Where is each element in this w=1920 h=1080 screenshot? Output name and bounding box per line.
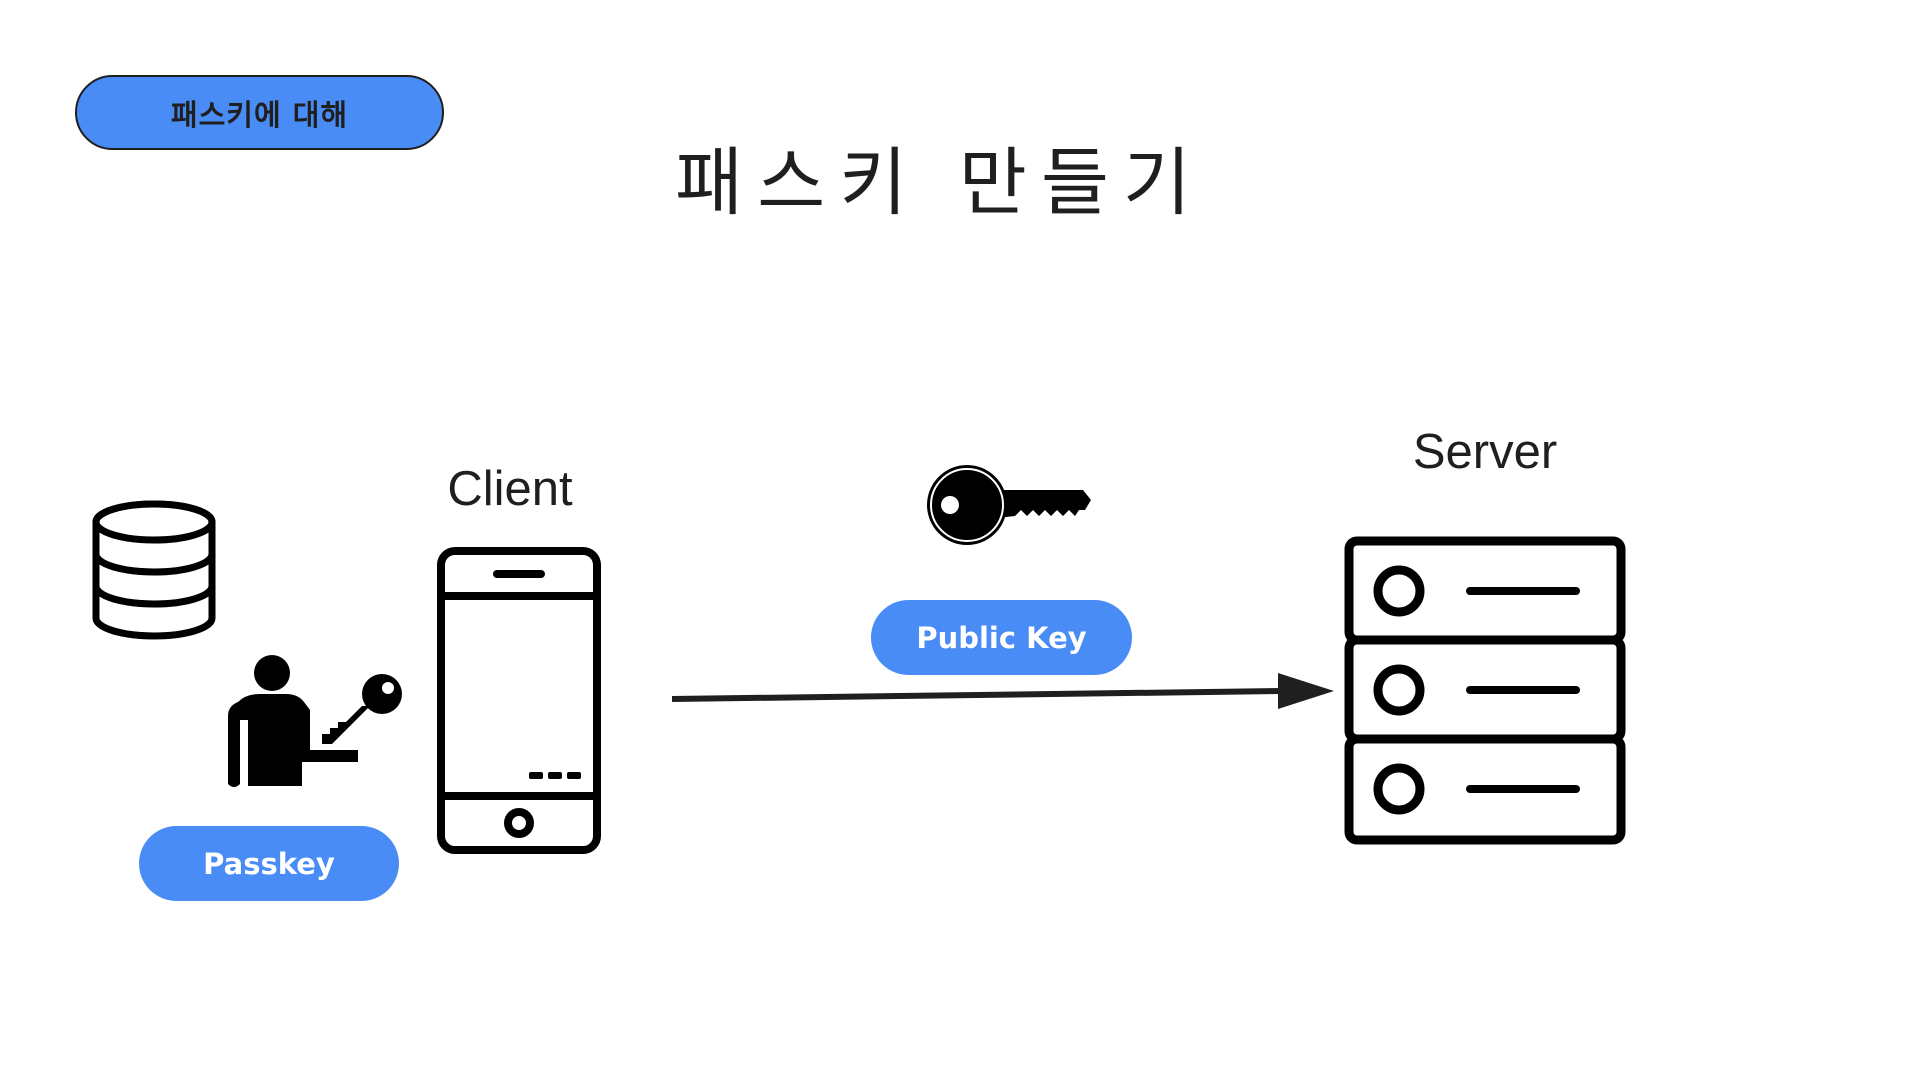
public-key-pill: Public Key	[871, 600, 1132, 675]
server-label: Server	[1412, 425, 1558, 479]
section-tag-label: 패스키에 대해	[170, 97, 349, 132]
client-label: Client	[447, 462, 573, 516]
section-tag-pill: 패스키에 대해	[75, 75, 444, 150]
server-rack-icon	[1344, 536, 1626, 845]
key-icon	[927, 465, 1091, 545]
passkey-pill: Passkey	[139, 826, 399, 901]
database-icon	[92, 500, 216, 640]
public-key-label: Public Key	[916, 620, 1087, 655]
arrow-client-to-server	[671, 673, 1334, 709]
person-with-key-icon	[228, 655, 402, 787]
smartphone-icon	[437, 547, 601, 854]
passkey-label: Passkey	[203, 846, 335, 881]
page-title: 패스키 만들기	[674, 140, 1205, 226]
